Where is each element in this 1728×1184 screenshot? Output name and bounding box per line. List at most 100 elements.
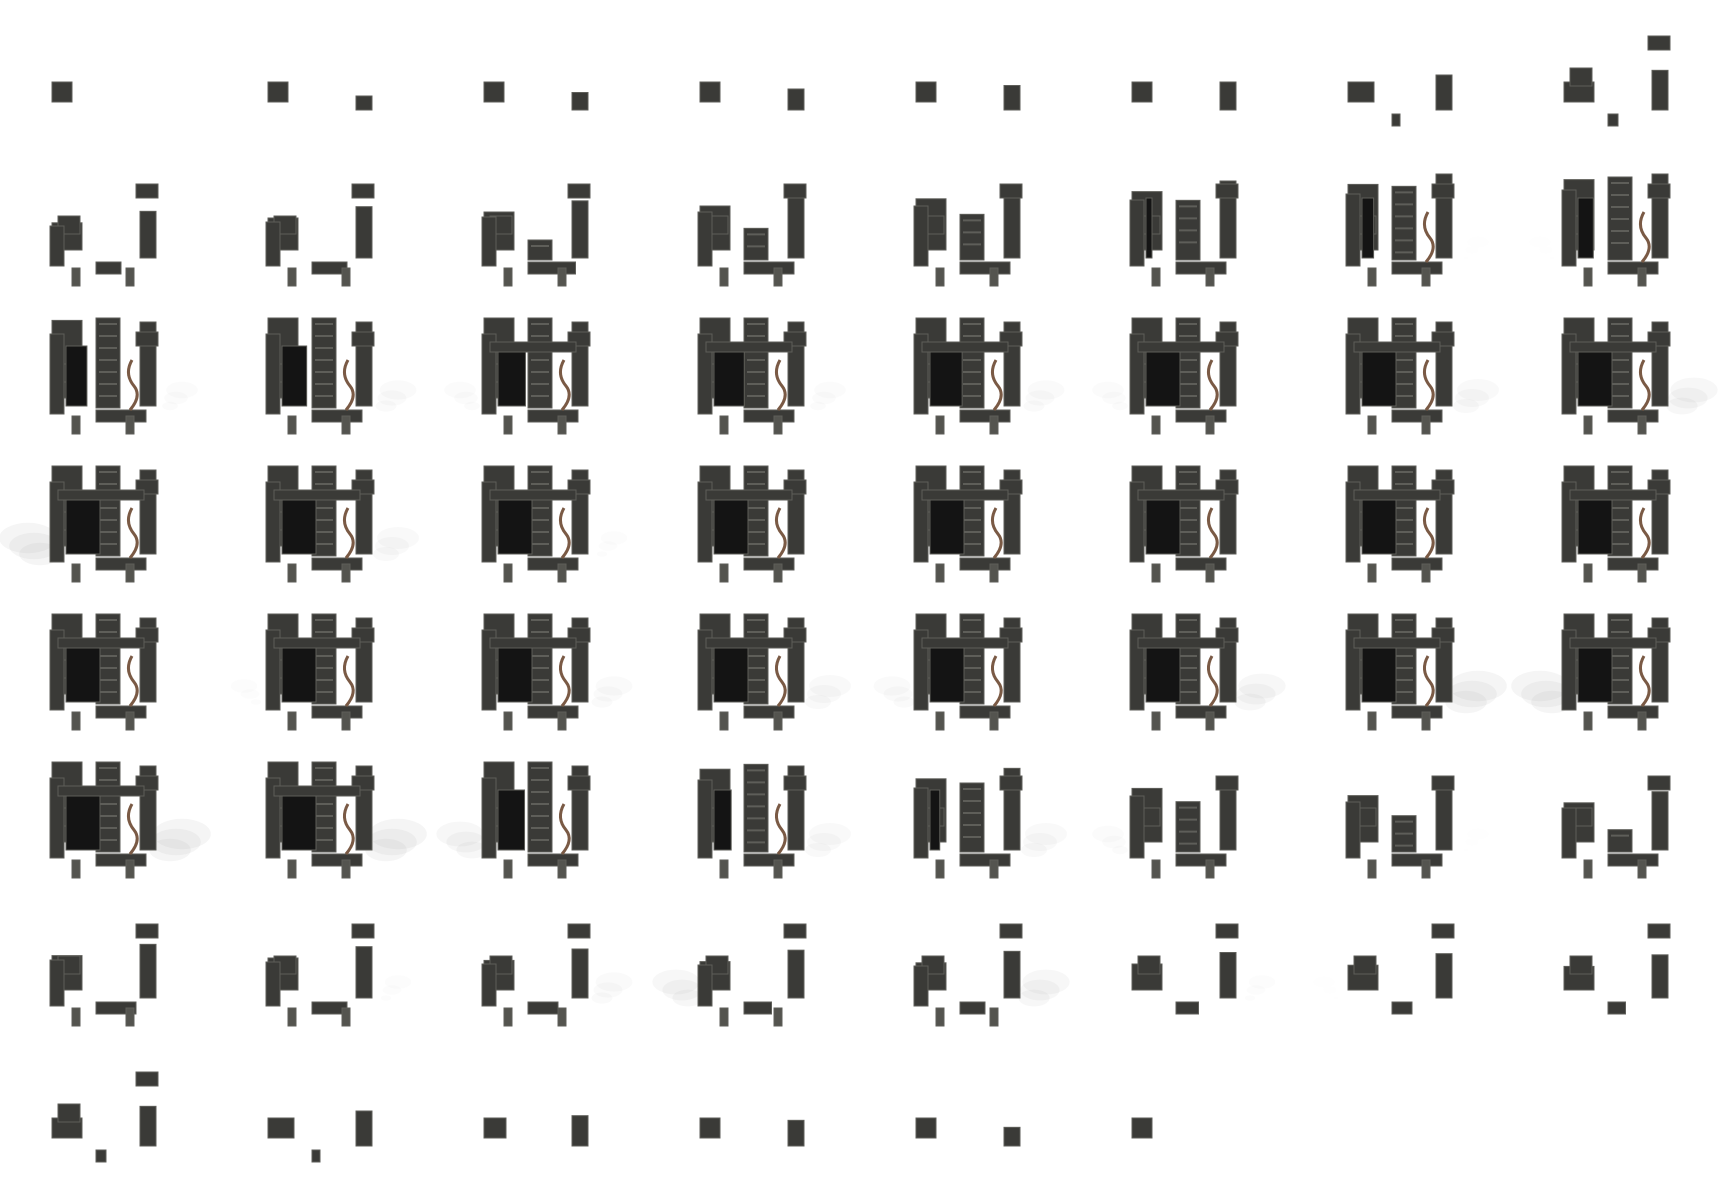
left-column [1345, 193, 1361, 267]
smoke-puff [1023, 400, 1045, 412]
left-column [1345, 333, 1361, 415]
right-tower-pipe [1651, 69, 1669, 111]
leg-left [935, 859, 945, 879]
leg-left [71, 1007, 81, 1027]
sprite-frame [1080, 444, 1296, 592]
leg-right [1421, 711, 1431, 731]
left-tower-block [483, 1117, 507, 1139]
machine [697, 465, 807, 583]
leg-left [287, 415, 297, 435]
right-tower-pipe [1219, 952, 1237, 999]
leg-right [773, 415, 783, 435]
bottom-bar [95, 705, 147, 719]
ladder-frame [743, 227, 769, 261]
left-column [913, 205, 929, 267]
left-column [697, 211, 713, 267]
machine [1563, 35, 1671, 127]
smoke-puff [809, 823, 851, 845]
left-column [1345, 481, 1361, 563]
smoke-puff [1465, 839, 1478, 846]
smoke-puff [1023, 833, 1057, 851]
machine [652, 923, 807, 1027]
left-column [481, 333, 497, 415]
left-column [481, 216, 497, 267]
leg-left [71, 859, 81, 879]
leg-right [1421, 415, 1431, 435]
machine [873, 613, 1023, 731]
sprite-frame-canvas [444, 317, 591, 435]
right-tower-cap [135, 923, 159, 939]
leg-left [71, 267, 81, 287]
sprite-frame-canvas [652, 923, 807, 1027]
sprite-frame-canvas [483, 1115, 589, 1147]
sprite-frame [1296, 296, 1512, 444]
bottom-bar [743, 853, 795, 867]
sprite-frame-canvas [913, 465, 1023, 583]
sprite-frame-canvas [1345, 613, 1507, 731]
smoke-puff [652, 969, 700, 995]
leg-left [1367, 711, 1377, 731]
leg-left [1151, 415, 1161, 435]
inner-chamber [497, 345, 526, 407]
leg-left [503, 711, 513, 731]
sprite-frame-canvas [697, 613, 851, 731]
smoke-puff [377, 390, 407, 406]
leg-left [503, 267, 513, 287]
machine [49, 613, 159, 731]
top-beam [1569, 341, 1657, 353]
smoke-puff [807, 685, 841, 703]
machine [697, 613, 851, 731]
smoke-puff [9, 532, 59, 560]
smoke-puff [1455, 389, 1489, 407]
left-column [1561, 333, 1577, 415]
sprite-frame-canvas [1561, 173, 1671, 287]
right-tower-cap [1215, 775, 1239, 791]
sprite-frame [432, 592, 648, 740]
left-column [913, 333, 929, 415]
smoke-puff [1238, 673, 1286, 699]
smoke-puff [1521, 680, 1571, 708]
sprite-frame [432, 0, 648, 148]
ladder-frame [527, 317, 553, 409]
sprite-frame [216, 888, 432, 1036]
sprite-frame [1080, 0, 1296, 148]
machine [915, 1117, 1021, 1147]
right-tower-pipe [1219, 81, 1237, 111]
sprite-frame [1080, 1036, 1296, 1184]
rust-hose [559, 507, 571, 559]
sprite-frame [216, 148, 432, 296]
sprite-frame [1080, 296, 1296, 444]
bottom-bar [1607, 261, 1659, 275]
leg-left [503, 1007, 513, 1027]
sprite-frame [648, 740, 864, 888]
bottom-bar [527, 853, 579, 867]
rust-hose [991, 507, 1003, 559]
sprite-frame-canvas [1561, 775, 1671, 879]
leg-left [287, 859, 297, 879]
right-tower-cap [351, 923, 375, 939]
right-tower-pipe [1435, 953, 1453, 999]
top-beam [1353, 341, 1441, 353]
leg-left [935, 563, 945, 583]
leg-right [125, 563, 135, 583]
sprite-frame-canvas [483, 81, 589, 111]
machine [1129, 180, 1239, 287]
inner-chamber [497, 641, 533, 703]
sprite-frame [216, 1036, 432, 1184]
leg-right [341, 415, 351, 435]
leg-left [719, 267, 729, 287]
leg-right [125, 415, 135, 435]
rust-hose [1207, 359, 1219, 411]
bottom-bar [311, 1149, 321, 1163]
left-column [1129, 481, 1145, 563]
sprite-frame [864, 148, 1080, 296]
top-beam [489, 637, 577, 649]
smoke-puff [464, 401, 480, 411]
rust-hose [1423, 359, 1435, 411]
inner-chamber [281, 789, 317, 851]
sprite-frame [1512, 296, 1728, 444]
leg-right [989, 1007, 999, 1027]
bottom-bar [959, 1001, 986, 1015]
bottom-bar [95, 261, 122, 275]
leg-left [1367, 859, 1377, 879]
